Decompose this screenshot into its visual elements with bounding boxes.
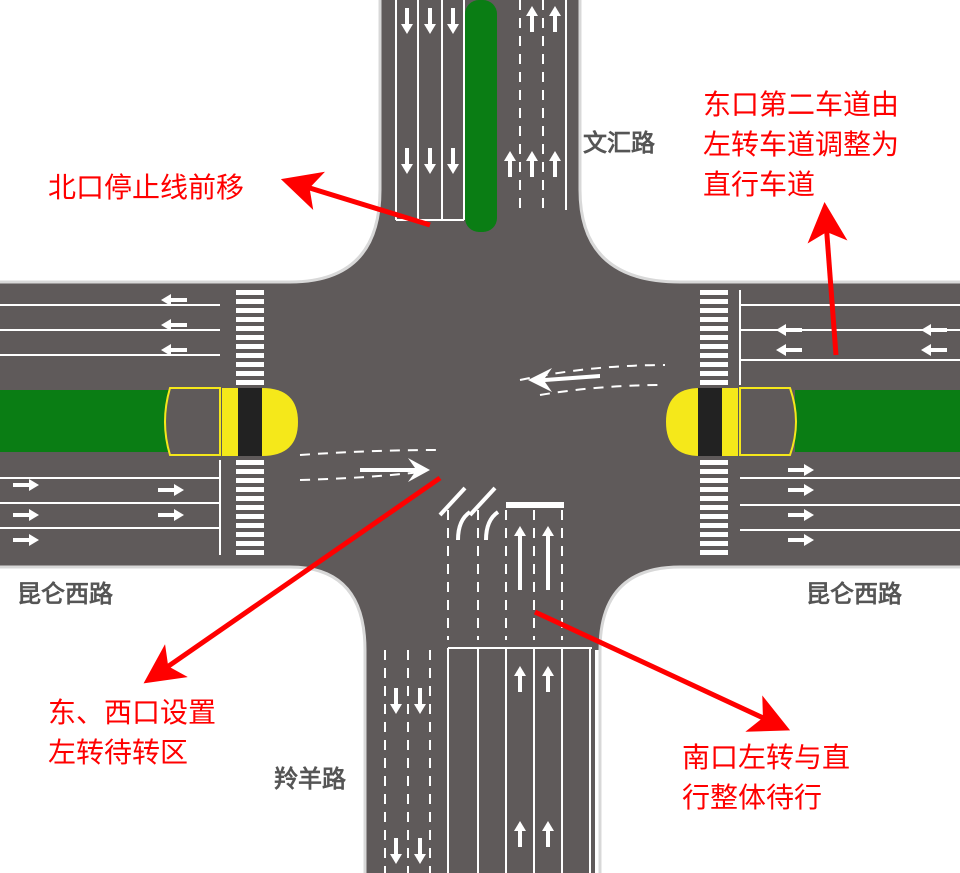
- annotation-north-stop: 北口停止线前移: [48, 171, 244, 204]
- crosswalk-stripe: [236, 460, 264, 465]
- annotation-east-lane-line3: 直行车道: [703, 168, 815, 201]
- crosswalk-stripe: [700, 505, 728, 510]
- crosswalk-stripe: [236, 371, 264, 376]
- east-left-turn-waiting-zone: [519, 364, 666, 396]
- crosswalk-stripe: [700, 290, 728, 295]
- crosswalk-stripe: [236, 317, 264, 322]
- crosswalk-stripe: [236, 469, 264, 474]
- annotation-east-lane-line1: 东口第二车道由: [703, 88, 899, 121]
- annotation-south-line1: 南口左转与直: [682, 741, 850, 774]
- annotation-arrow-east-west: [143, 475, 442, 684]
- annotation-arrow-south: [533, 609, 791, 732]
- road-label-north: 文汇路: [583, 129, 656, 157]
- crosswalk-stripe: [700, 550, 728, 555]
- annotation-south-line2: 行整体待行: [682, 781, 822, 814]
- crosswalk-stripe: [700, 371, 728, 376]
- crosswalk-stripe: [700, 532, 728, 537]
- west-median: [0, 390, 175, 452]
- south-approach: [384, 486, 592, 873]
- road-label-east: 昆仑西路: [806, 580, 903, 608]
- east-median: [795, 390, 960, 452]
- crosswalk-stripe: [236, 523, 264, 528]
- crosswalk-stripe: [236, 335, 264, 340]
- crosswalk-stripe: [236, 514, 264, 519]
- annotation-east-west-line2: 左转待转区: [48, 736, 188, 769]
- crosswalk-stripe: [700, 478, 728, 483]
- crosswalk-stripe: [700, 335, 728, 340]
- crosswalk-stripe: [236, 344, 264, 349]
- crosswalks: [236, 290, 728, 555]
- crosswalk-stripe: [236, 353, 264, 358]
- crosswalk-stripe: [700, 514, 728, 519]
- crosswalk-stripe: [700, 299, 728, 304]
- crosswalk-stripe: [700, 487, 728, 492]
- crosswalk-stripe: [236, 541, 264, 546]
- west-safety-island: [222, 388, 298, 456]
- crosswalk-stripe: [700, 469, 728, 474]
- crosswalk-stripe: [236, 505, 264, 510]
- annotation-east-lane-line2: 左转车道调整为: [703, 128, 899, 161]
- east-safety-island: [666, 388, 738, 456]
- crosswalk-stripe: [700, 541, 728, 546]
- crosswalk-stripe: [236, 290, 264, 295]
- annotation-arrow-east: [807, 202, 848, 356]
- crosswalk-stripe: [236, 380, 264, 385]
- road-label-south: 羚羊路: [274, 765, 347, 793]
- crosswalk-stripe: [236, 362, 264, 367]
- road-label-west: 昆仑西路: [17, 580, 114, 608]
- crosswalk-stripe: [236, 478, 264, 483]
- crosswalk-stripe: [236, 550, 264, 555]
- crosswalk-stripe: [700, 344, 728, 349]
- crosswalk-stripe: [236, 308, 264, 313]
- crosswalk-stripe: [236, 326, 264, 331]
- crosswalk-stripe: [236, 487, 264, 492]
- crosswalk-stripe: [236, 532, 264, 537]
- crosswalk-stripe: [700, 326, 728, 331]
- crosswalk-stripe: [700, 353, 728, 358]
- crosswalk-stripe: [700, 460, 728, 465]
- crosswalk-stripe: [700, 308, 728, 313]
- annotation-east-west-line1: 东、西口设置: [48, 696, 216, 729]
- north-median: [465, 0, 497, 232]
- crosswalk-stripe: [700, 362, 728, 367]
- crosswalk-stripe: [700, 496, 728, 501]
- annotation-arrow-north: [280, 171, 431, 228]
- east-approach: [666, 290, 960, 546]
- west-left-turn-waiting-zone: [299, 449, 441, 482]
- north-approach: [395, 0, 567, 232]
- crosswalk-stripe: [700, 380, 728, 385]
- crosswalk-stripe: [236, 299, 264, 304]
- west-approach: [0, 294, 298, 555]
- crosswalk-stripe: [700, 317, 728, 322]
- crosswalk-stripe: [236, 496, 264, 501]
- crosswalk-stripe: [700, 523, 728, 528]
